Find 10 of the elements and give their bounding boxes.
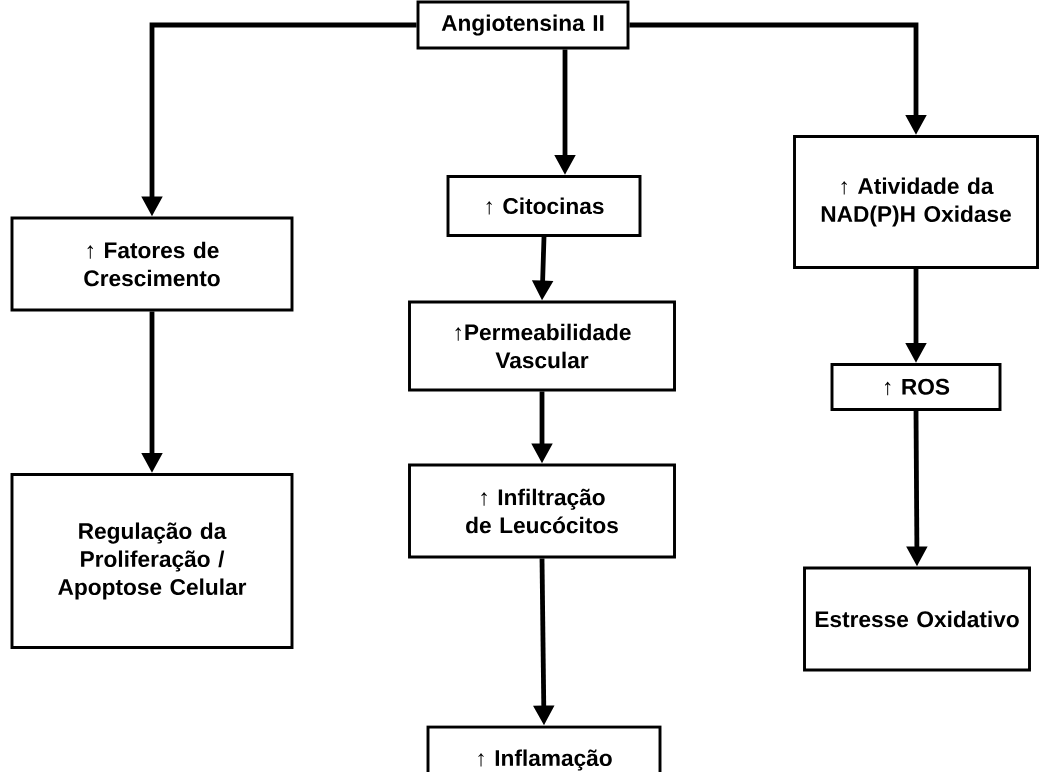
process-box: ↑ Atividade da NAD(P)H Oxidase [793, 135, 1039, 269]
process-box: ↑ Fatores de Crescimento [10, 216, 294, 312]
process-box: ↑ Inflamação [426, 725, 662, 772]
process-box: Angiotensina II [416, 0, 630, 50]
process-box: Estresse Oxidativo [803, 566, 1031, 672]
process-box: ↑Permeabilidade Vascular [408, 300, 676, 392]
process-box: Regulação da Proliferação / Apoptose Celular [10, 473, 294, 649]
process-box: ↑ ROS [830, 363, 1002, 411]
process-box: ↑ Infiltração de Leucócitos [408, 463, 676, 559]
process-box: ↑ Citocinas [446, 175, 642, 237]
